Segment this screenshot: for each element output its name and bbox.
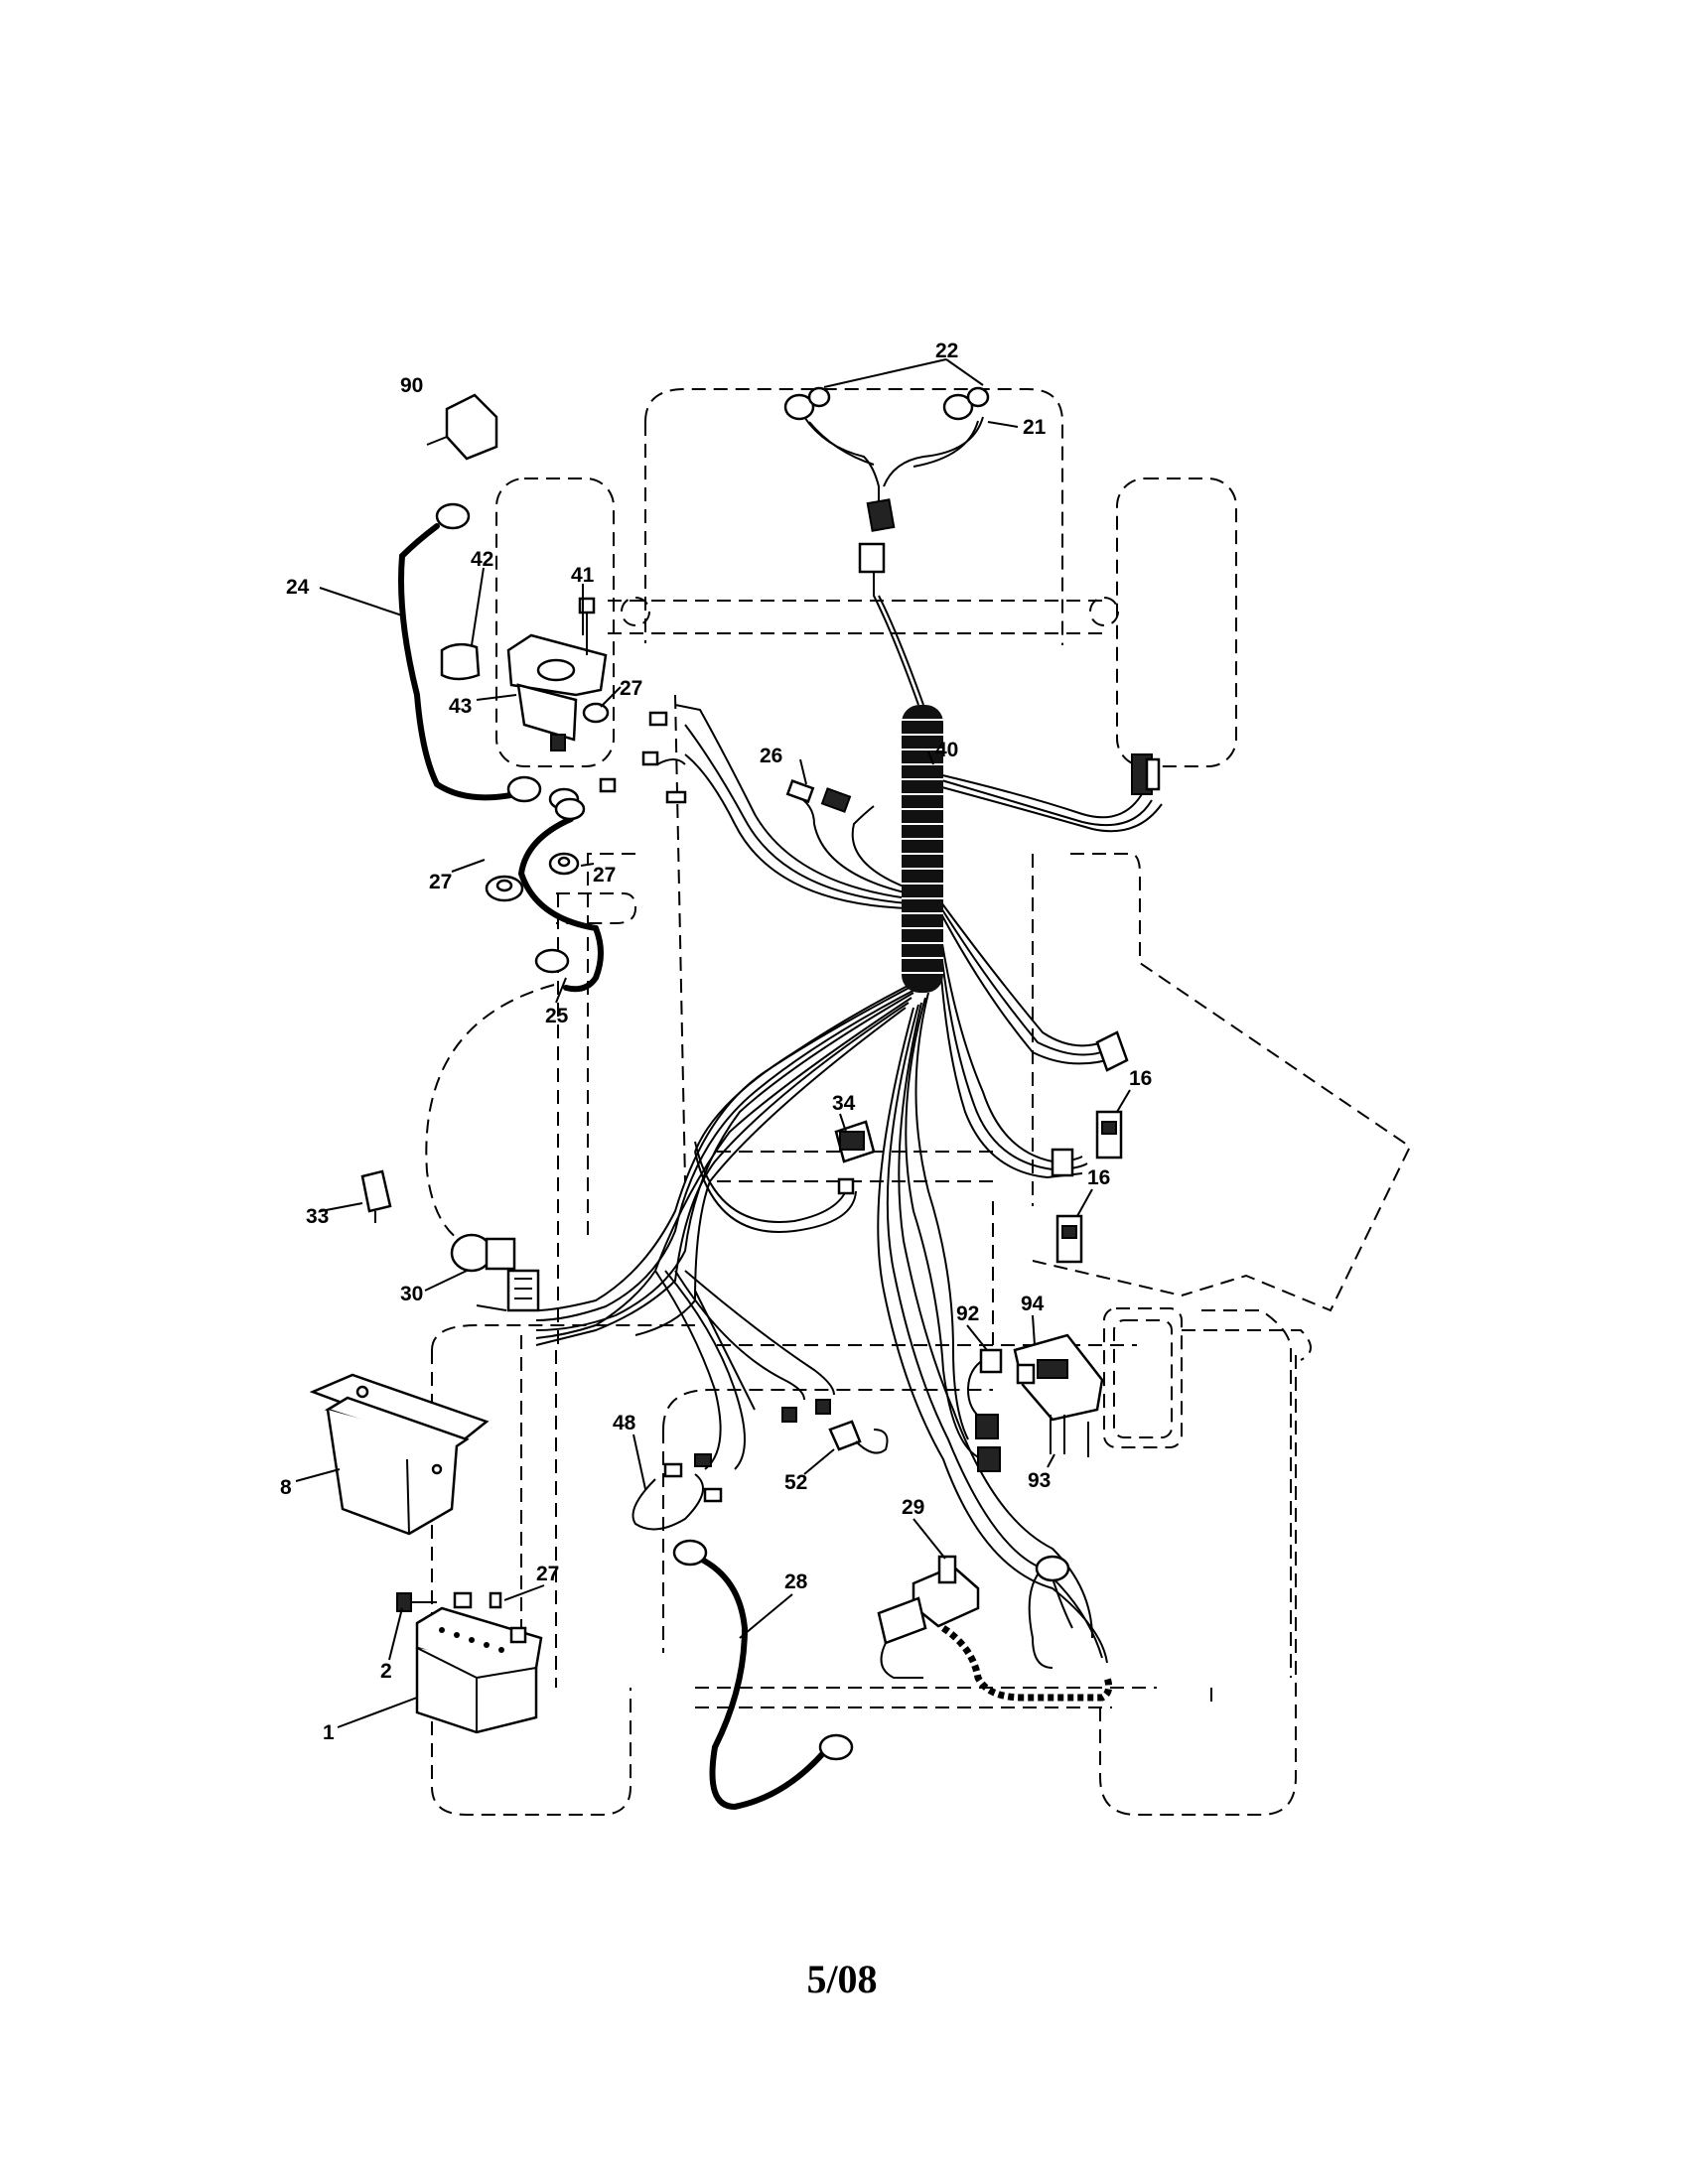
- callout-16-upper: 16: [1129, 1067, 1152, 1090]
- callout-48: 48: [613, 1412, 636, 1434]
- bolts-2-27: [396, 1591, 502, 1612]
- callout-28: 28: [784, 1570, 808, 1593]
- part-52: [828, 1420, 889, 1454]
- callout-26: 26: [760, 745, 782, 767]
- nut-parts: [485, 787, 580, 902]
- switch-16-lower: [1051, 1148, 1083, 1264]
- callout-92: 92: [956, 1302, 979, 1325]
- callout-2: 2: [380, 1660, 392, 1683]
- callout-43: 43: [449, 695, 472, 718]
- callout-41: 41: [571, 564, 595, 587]
- callout-30: 30: [400, 1283, 423, 1305]
- cable-28: [672, 1539, 854, 1811]
- battery-tray-8: [309, 1373, 490, 1536]
- harness-48: [632, 1399, 831, 1531]
- seat-switch-92: [966, 1348, 1003, 1472]
- switch-16-upper: [1095, 1030, 1129, 1160]
- callout-90: 90: [400, 374, 423, 397]
- callout-42: 42: [471, 548, 493, 571]
- callout-29: 29: [902, 1496, 924, 1519]
- callout-27-battery: 27: [536, 1563, 559, 1585]
- callout-21: 21: [1023, 416, 1047, 439]
- tractor-outline: [425, 388, 1412, 1816]
- right-connector: [1131, 753, 1161, 795]
- part-90: [426, 393, 498, 461]
- callout-40: 40: [935, 739, 958, 761]
- module-29: [877, 1555, 1113, 1702]
- cable-25: [517, 797, 604, 993]
- callout-27-right: 27: [593, 864, 616, 887]
- part-33: [360, 1169, 392, 1223]
- harness-loom: [902, 705, 943, 993]
- connectors-26: [785, 779, 852, 813]
- callout-27-left: 27: [429, 871, 452, 893]
- callout-93: 93: [1028, 1469, 1051, 1492]
- callout-22: 22: [935, 340, 958, 362]
- solenoid-43: [440, 597, 610, 751]
- screws-93: [1050, 1415, 1089, 1457]
- page-number: 5/08: [806, 1957, 878, 2001]
- headlight-harness: [783, 386, 990, 574]
- battery-1: [415, 1606, 543, 1734]
- module-94: [1013, 1333, 1104, 1422]
- switch-34: [834, 1120, 876, 1195]
- leader-lines: [295, 358, 1131, 1728]
- callout-94: 94: [1021, 1293, 1045, 1315]
- callout-24: 24: [286, 576, 310, 599]
- callout-1: 1: [323, 1721, 335, 1744]
- callout-33: 33: [306, 1205, 329, 1228]
- cable-24: [398, 502, 542, 803]
- solenoid-connectors: [599, 711, 687, 804]
- callout-34: 34: [832, 1092, 856, 1115]
- callout-27-top: 27: [620, 677, 642, 700]
- ignition-switch-30: [450, 1233, 540, 1312]
- callout-16-lower: 16: [1087, 1166, 1110, 1189]
- callout-labels: 90 22 21 24 42 41 43 27 27 27 26 40 25 3…: [280, 340, 1152, 1744]
- callout-52: 52: [784, 1471, 807, 1494]
- callout-25: 25: [545, 1005, 569, 1027]
- callout-8: 8: [280, 1476, 292, 1499]
